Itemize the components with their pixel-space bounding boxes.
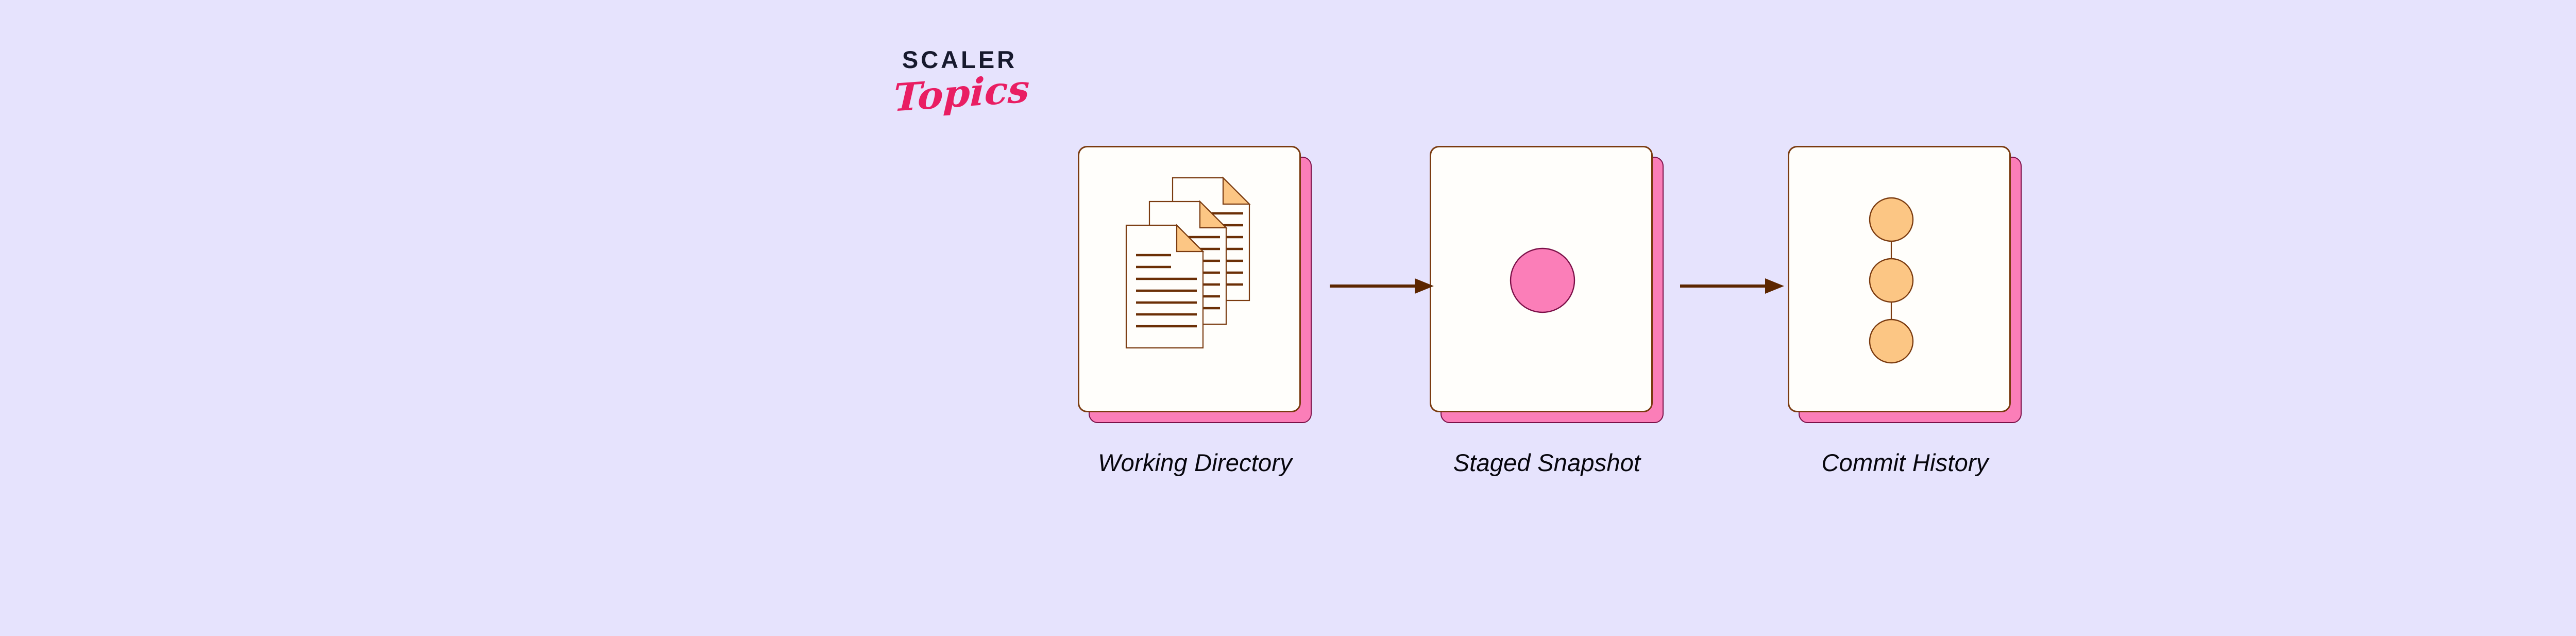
stage-card-staged-snapshot[interactable] bbox=[1430, 146, 1664, 427]
staged-snapshot-circle bbox=[1510, 247, 1575, 313]
logo-wordmark-topics: Topics bbox=[892, 66, 1030, 121]
stage-label-commit-history: Commit History bbox=[1821, 449, 1989, 476]
commit-chain-icon bbox=[1869, 197, 1914, 364]
card-face bbox=[1078, 146, 1301, 412]
logo-wordmark-scaler: SCALER bbox=[902, 46, 1018, 73]
document-sheet-front bbox=[1125, 224, 1205, 349]
card-face bbox=[1788, 146, 2011, 412]
stage-label-working-directory: Working Directory bbox=[1098, 449, 1292, 476]
pink-circle-icon bbox=[1510, 247, 1575, 313]
commit-node-1 bbox=[1869, 197, 1914, 242]
stacked-documents-icon bbox=[1125, 176, 1251, 349]
commit-node-2 bbox=[1869, 258, 1914, 303]
arrow-working-to-staged bbox=[1328, 272, 1436, 300]
arrow-staged-to-commit bbox=[1679, 272, 1787, 300]
stage-card-commit-history[interactable] bbox=[1788, 146, 2022, 427]
scaler-topics-logo: SCALER Topics bbox=[892, 46, 1030, 135]
commit-node-3 bbox=[1869, 319, 1914, 364]
stage-label-staged-snapshot: Staged Snapshot bbox=[1453, 449, 1641, 476]
stage-card-working-directory[interactable] bbox=[1078, 146, 1312, 427]
card-face bbox=[1430, 146, 1653, 412]
